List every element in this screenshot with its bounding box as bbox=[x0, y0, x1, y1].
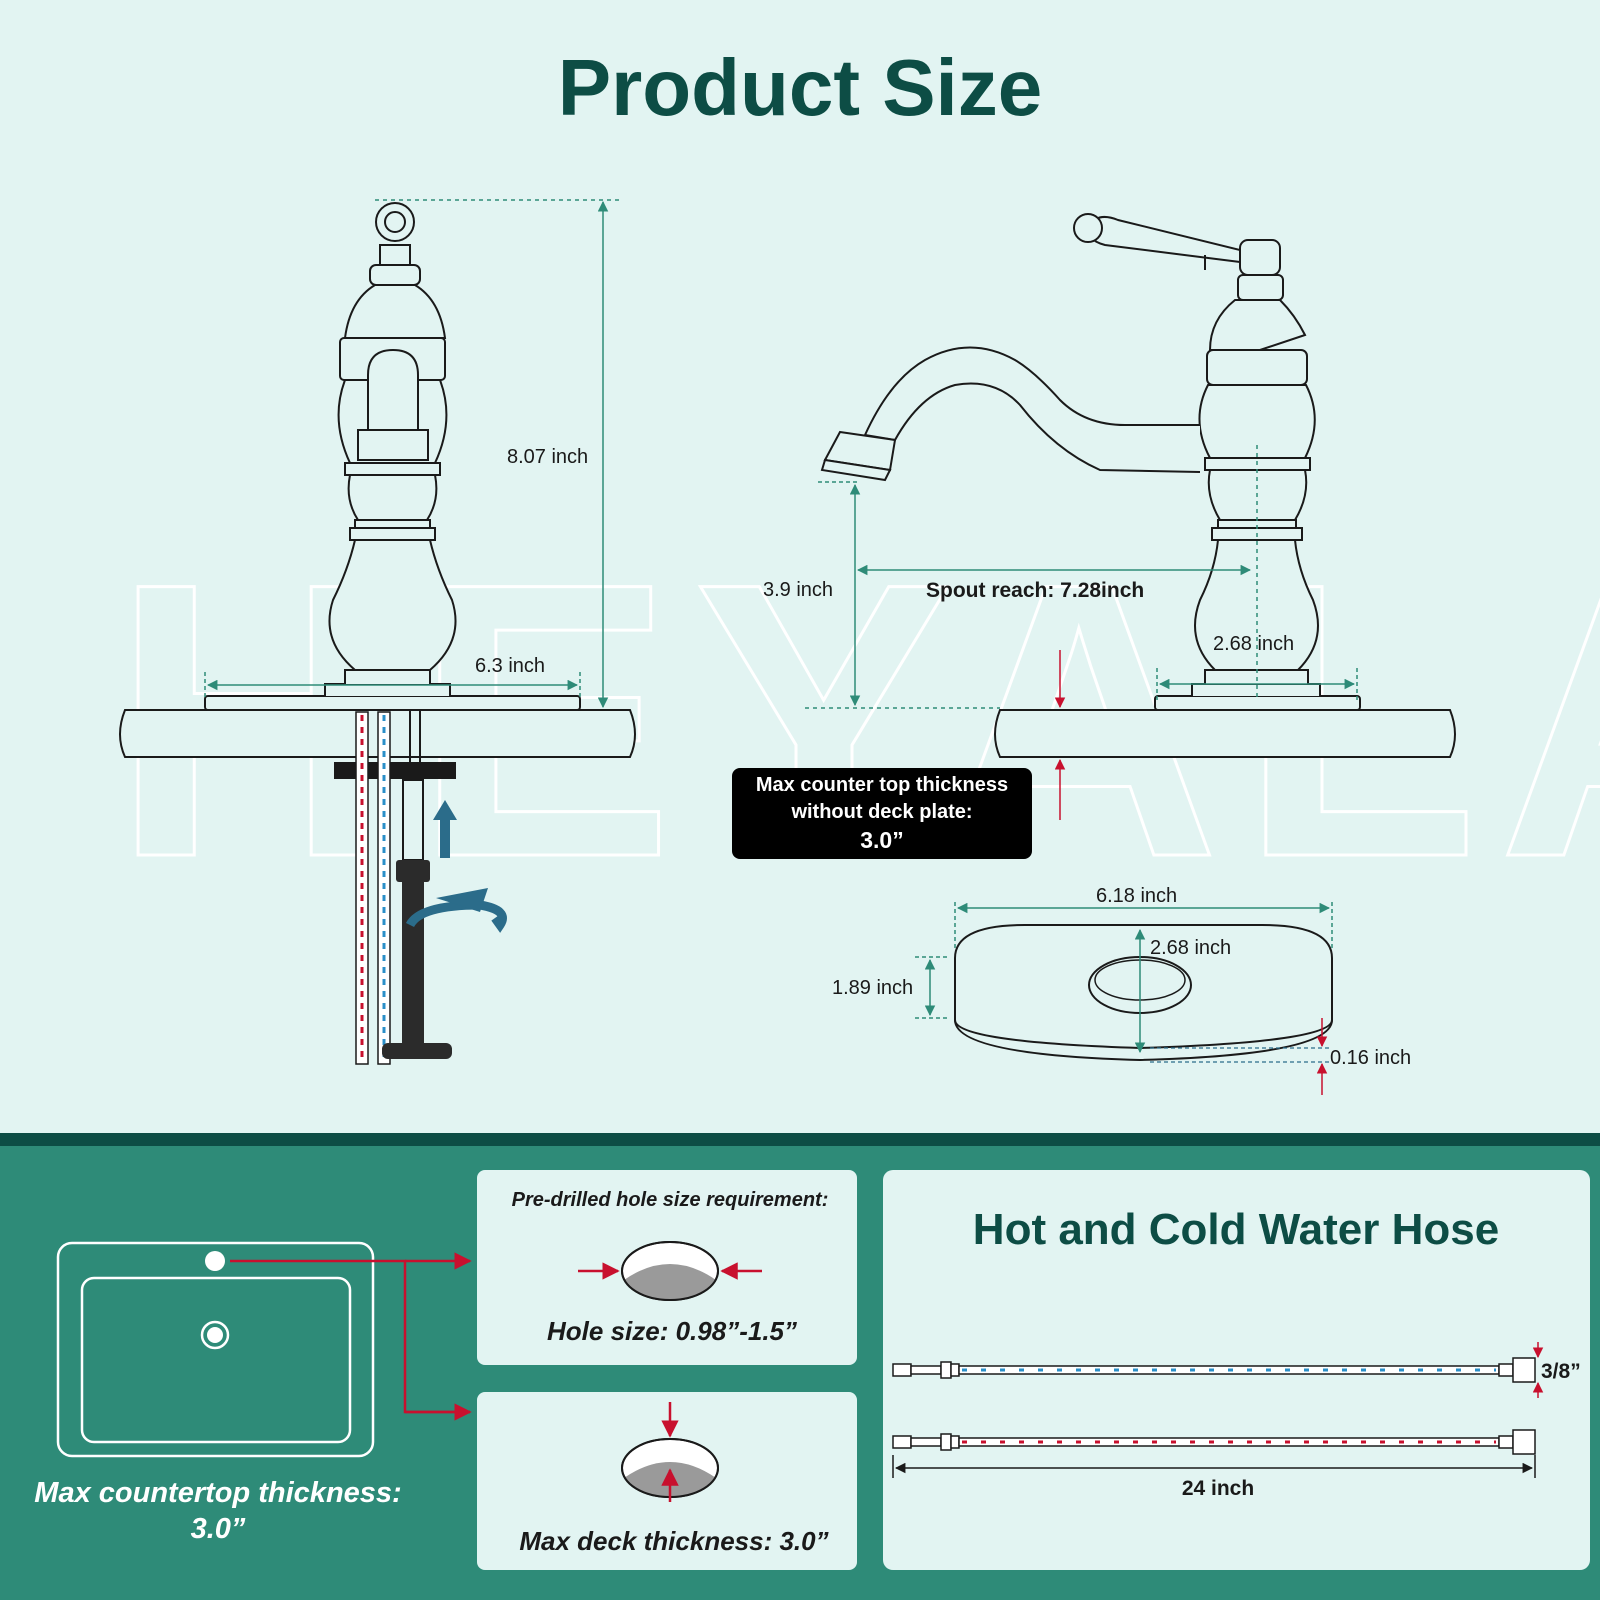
front-base-width-label: 6.3 inch bbox=[475, 655, 545, 677]
hose-title: Hot and Cold Water Hose bbox=[973, 1205, 1499, 1254]
deck-thickness-card: Max deck thickness: 3.0” bbox=[477, 1392, 857, 1570]
deck-width-label: 1.89 inch bbox=[832, 977, 913, 999]
spout-reach-label: Spout reach: 7.28inch bbox=[926, 579, 1144, 602]
deck-thickness-note: Max deck thickness: 3.0” bbox=[519, 1526, 828, 1556]
mounting-wrench bbox=[382, 800, 507, 1059]
page-title: Product Size bbox=[558, 43, 1043, 132]
hose-card: Hot and Cold Water Hose 3/8” 24 inch bbox=[883, 1170, 1590, 1570]
countertop-note-line1: Max countertop thickness: bbox=[34, 1477, 401, 1509]
deck-length-label: 6.18 inch bbox=[1096, 885, 1177, 907]
sink-illustration bbox=[56, 1241, 472, 1458]
hole-size-card: Pre-drilled hole size requirement: Hole … bbox=[477, 1170, 857, 1365]
counter-note-line3: 3.0” bbox=[860, 827, 903, 853]
counter-thickness-note: Max counter top thickness without deck p… bbox=[732, 768, 1032, 859]
countertop-note-line2: 3.0” bbox=[191, 1513, 246, 1545]
spout-height-label: 3.9 inch bbox=[763, 579, 833, 601]
hose-length-label: 24 inch bbox=[1182, 1477, 1254, 1500]
front-dimensions bbox=[204, 199, 620, 709]
deck-plate bbox=[915, 902, 1333, 1095]
hose-fitting-label: 3/8” bbox=[1541, 1360, 1581, 1383]
counter-note-line2: without deck plate: bbox=[790, 801, 972, 823]
deck-hole-label: 2.68 inch bbox=[1150, 937, 1231, 959]
side-dimensions bbox=[805, 445, 1358, 820]
side-base-diameter-label: 2.68 inch bbox=[1213, 633, 1294, 655]
front-height-label: 8.07 inch bbox=[507, 446, 588, 468]
hole-requirement-title: Pre-drilled hole size requirement: bbox=[512, 1189, 829, 1211]
hole-size-label: Hole size: 0.98”-1.5” bbox=[547, 1316, 797, 1346]
bottom-divider-band bbox=[0, 1133, 1600, 1146]
front-supply-hoses bbox=[355, 711, 391, 1065]
counter-note-line1: Max counter top thickness bbox=[756, 774, 1008, 796]
deck-thickness-label: 0.16 inch bbox=[1330, 1047, 1411, 1069]
